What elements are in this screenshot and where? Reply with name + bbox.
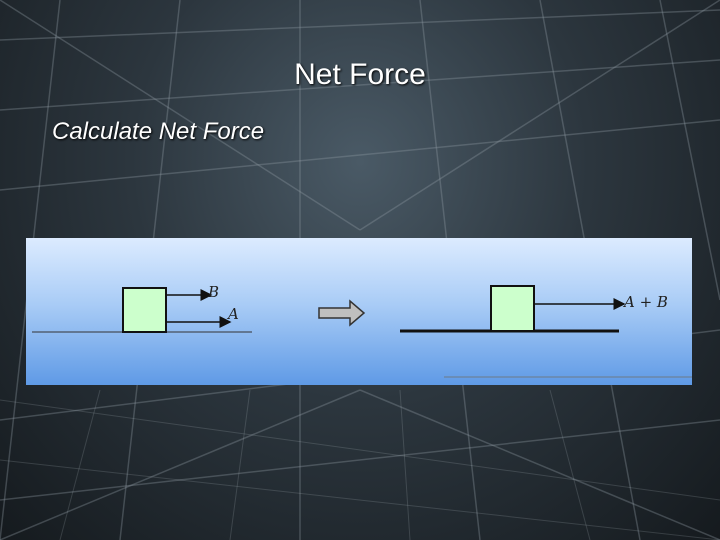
net-force-label: A + B bbox=[622, 293, 668, 311]
slide-title: Net Force bbox=[294, 58, 426, 91]
left-box bbox=[122, 287, 167, 333]
right-box bbox=[490, 285, 535, 332]
force-b-label: B bbox=[207, 283, 219, 301]
transition-arrow bbox=[318, 299, 366, 327]
force-a-label: A bbox=[226, 305, 239, 323]
slide-subtitle: Calculate Net Force bbox=[52, 118, 265, 145]
net-force-diagram: B A A + B bbox=[32, 283, 692, 378]
